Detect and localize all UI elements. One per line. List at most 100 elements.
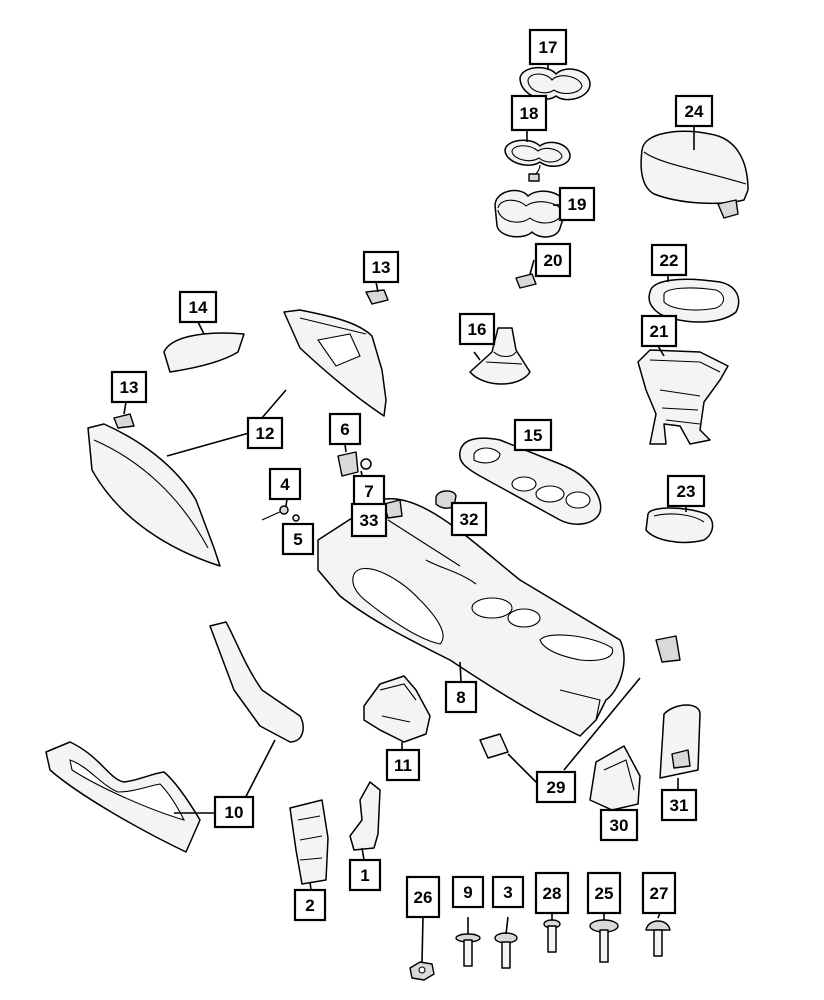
callout-22: 22 xyxy=(650,243,688,277)
callout-box xyxy=(650,243,688,277)
callout-number: 15 xyxy=(524,426,543,445)
callout-box xyxy=(328,412,362,446)
callout-17: 17 xyxy=(528,28,568,66)
callout-box xyxy=(350,502,388,538)
part-bezel-22 xyxy=(648,278,740,323)
callout-6: 6 xyxy=(328,412,362,446)
callout-box xyxy=(450,501,488,537)
callout-number: 28 xyxy=(543,884,562,903)
callout-box xyxy=(640,314,678,348)
callout-32: 32 xyxy=(450,501,488,537)
part-clip-13b xyxy=(113,413,135,429)
part-side-panel-upper xyxy=(283,309,387,417)
callout-16: 16 xyxy=(458,312,496,346)
callout-30: 30 xyxy=(599,808,639,842)
callout-28: 28 xyxy=(534,871,570,915)
part-bracket-1 xyxy=(349,781,381,851)
callout-26: 26 xyxy=(405,875,441,919)
callout-box xyxy=(178,290,218,324)
callout-29: 29 xyxy=(535,770,577,804)
fastener-screw-25 xyxy=(589,919,619,963)
callout-13: 13 xyxy=(362,250,400,284)
callout-number: 31 xyxy=(670,796,689,815)
callout-box xyxy=(513,418,553,452)
callout-18: 18 xyxy=(510,94,548,132)
part-cover-29 xyxy=(479,733,509,759)
callout-12: 12 xyxy=(246,416,284,450)
callout-box xyxy=(213,795,255,829)
part-lighted-ring xyxy=(504,139,571,182)
callout-15: 15 xyxy=(513,418,553,452)
callout-number: 29 xyxy=(547,778,566,797)
callout-box xyxy=(281,522,315,556)
callout-number: 18 xyxy=(520,104,539,123)
callout-number: 16 xyxy=(468,320,487,339)
callout-2: 2 xyxy=(293,888,327,922)
callout-number: 10 xyxy=(225,803,244,822)
callout-number: 11 xyxy=(394,756,412,775)
callout-33: 33 xyxy=(350,502,388,538)
callout-23: 23 xyxy=(666,474,706,508)
callout-number: 13 xyxy=(120,378,139,397)
callout-box xyxy=(666,474,706,508)
callout-1: 1 xyxy=(348,858,382,892)
callout-box xyxy=(599,808,639,842)
part-cup-seal xyxy=(519,66,591,101)
fastener-screw-28 xyxy=(543,919,561,953)
callout-7: 7 xyxy=(352,474,386,508)
callout-box xyxy=(586,871,622,915)
callout-number: 4 xyxy=(280,475,290,494)
callout-3: 3 xyxy=(491,875,525,909)
callout-box xyxy=(641,871,677,915)
callout-number: 25 xyxy=(595,884,614,903)
callout-box xyxy=(528,28,568,66)
callout-10: 10 xyxy=(213,795,255,829)
callout-number: 32 xyxy=(460,510,479,529)
callout-box xyxy=(451,875,485,909)
part-cover-small xyxy=(655,635,681,663)
callout-box xyxy=(660,788,698,822)
part-armrest-lid xyxy=(640,130,749,219)
part-side-panel-lower xyxy=(87,423,221,567)
callout-27: 27 xyxy=(641,871,677,915)
callout-20: 20 xyxy=(534,242,572,278)
part-shifter-bezel xyxy=(458,437,602,525)
callout-box xyxy=(458,312,496,346)
callout-box xyxy=(535,770,577,804)
callout-number: 1 xyxy=(360,866,369,885)
callout-box xyxy=(674,94,714,128)
callout-number: 6 xyxy=(340,420,349,439)
callout-box xyxy=(246,416,284,450)
callout-box xyxy=(491,875,525,909)
fastener-nut-26 xyxy=(409,961,435,981)
callout-box xyxy=(534,871,570,915)
part-shift-boot xyxy=(469,327,531,385)
callout-number: 22 xyxy=(660,251,679,270)
callout-8: 8 xyxy=(444,680,478,714)
callout-box xyxy=(110,370,148,404)
callout-number: 3 xyxy=(503,883,512,902)
part-bracket-11 xyxy=(363,675,431,743)
callout-11: 11 xyxy=(385,748,421,782)
part-clip-13a xyxy=(365,289,389,305)
callout-number: 17 xyxy=(539,38,558,57)
callout-number: 20 xyxy=(544,251,563,270)
callout-box xyxy=(348,858,382,892)
part-pad-14 xyxy=(163,332,245,373)
callout-4: 4 xyxy=(268,467,302,501)
callout-number: 33 xyxy=(360,511,379,530)
callout-box xyxy=(405,875,441,919)
fastener-push-pin-27 xyxy=(645,920,671,957)
part-screw-4 xyxy=(261,505,289,521)
callout-box xyxy=(558,186,596,222)
fastener-bolt-3 xyxy=(494,932,518,969)
callout-21: 21 xyxy=(640,314,678,348)
part-main-console xyxy=(317,498,625,737)
part-clip-20 xyxy=(515,273,537,289)
callout-number: 5 xyxy=(293,530,302,549)
part-tray-mat xyxy=(645,507,714,544)
callout-box xyxy=(362,250,400,284)
callout-number: 7 xyxy=(364,482,373,501)
part-trim-10-upper xyxy=(209,621,304,743)
